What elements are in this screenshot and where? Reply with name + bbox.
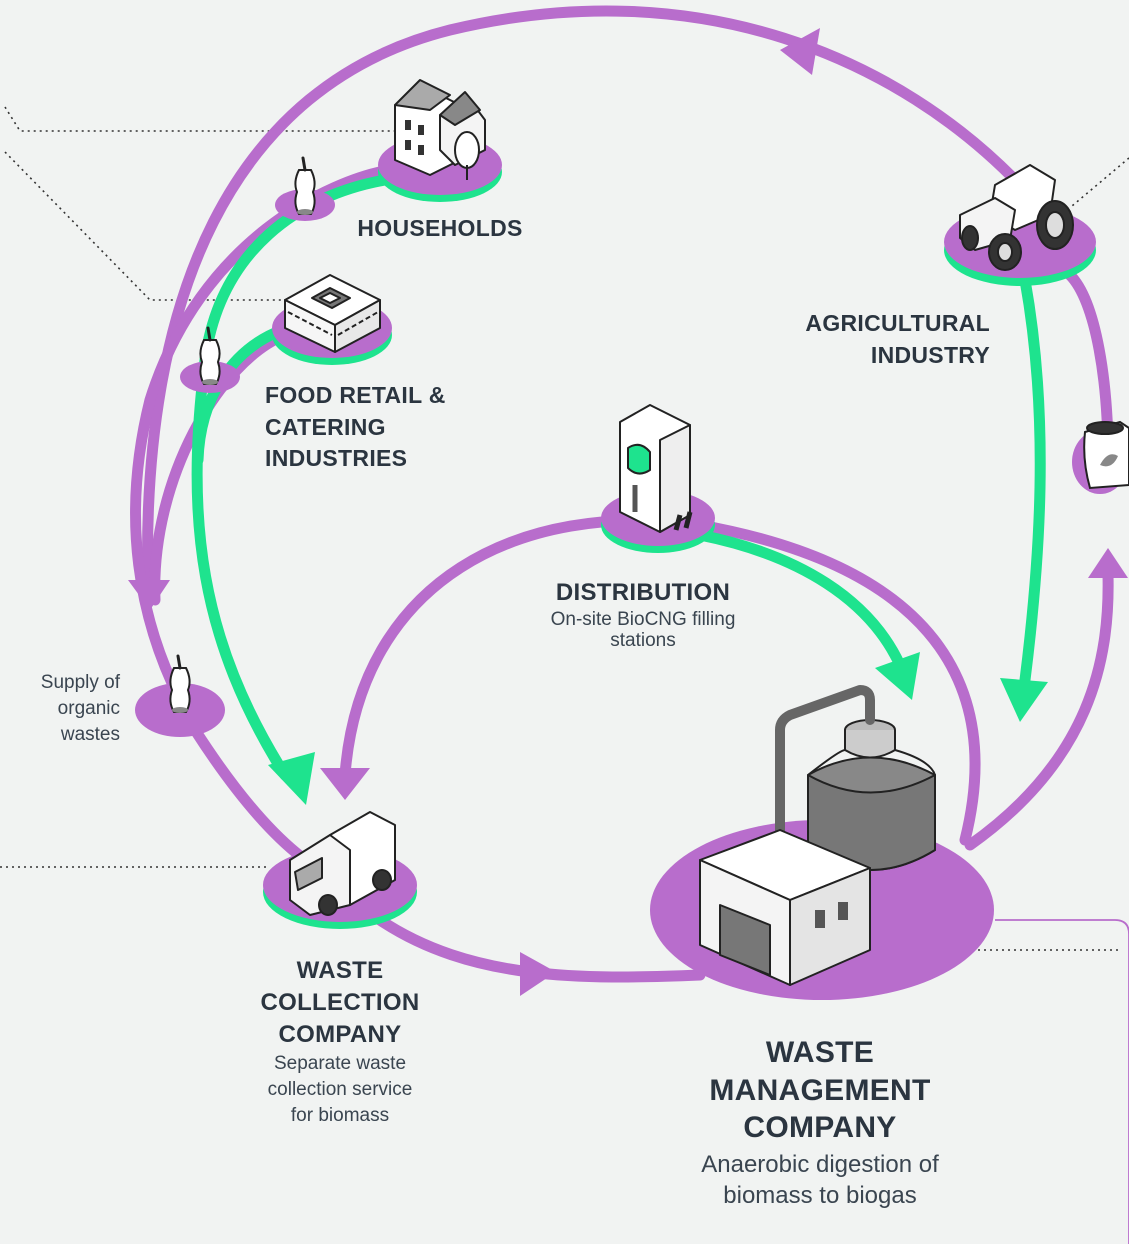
house-icon — [394, 79, 486, 180]
apple-core-icon — [168, 654, 192, 715]
info-bracket — [995, 919, 1129, 1244]
shop-icon — [284, 274, 381, 353]
fuel-pump-icon — [619, 404, 693, 533]
distribution-subtitle: On-site BioCNG filling stations — [550, 608, 736, 652]
tractor-icon — [959, 164, 1074, 271]
distribution-title: DISTRIBUTION — [555, 579, 731, 606]
households-title: HOUSEHOLDS — [357, 215, 523, 241]
waste-management-title: WASTE MANAGEMENT COMPANY — [709, 1036, 931, 1144]
food-retail-title: FOOD RETAIL & CATERING INDUSTRIES — [265, 382, 446, 472]
waste-management-subtitle: Anaerobic digestion of biomass to biogas — [701, 1150, 939, 1209]
biogas-plant-icon — [699, 685, 936, 986]
waste-collection-label: WASTE COLLECTION COMPANY Separate waste … — [220, 955, 460, 1129]
waste-collection-subtitle: Separate waste collection service for bi… — [267, 1052, 413, 1127]
energy-flow-arrows — [268, 652, 1048, 805]
waste-collection-title: WASTE COLLECTION COMPANY — [260, 957, 420, 1048]
truck-icon — [289, 811, 396, 916]
distribution-label: DISTRIBUTION On-site BioCNG filling stat… — [503, 579, 783, 652]
node-discs — [135, 135, 1128, 1000]
waste-management-label: WASTE MANAGEMENT COMPANY Anaerobic diges… — [640, 1034, 1000, 1211]
supply-annotation: Supply of organic wastes — [0, 670, 120, 749]
supply-text: Supply of organic wastes — [40, 672, 120, 746]
fertilizer-bag-icon — [1083, 420, 1129, 490]
agricultural-label: AGRICULTURAL INDUSTRY — [740, 308, 990, 371]
food-retail-label: FOOD RETAIL & CATERING INDUSTRIES — [265, 380, 505, 475]
agricultural-title: AGRICULTURAL INDUSTRY — [805, 310, 990, 368]
apple-core-icon — [198, 326, 222, 387]
waste-flow-arrows — [128, 28, 1128, 996]
apple-core-icon — [293, 156, 317, 217]
households-label: HOUSEHOLDS — [330, 215, 550, 241]
